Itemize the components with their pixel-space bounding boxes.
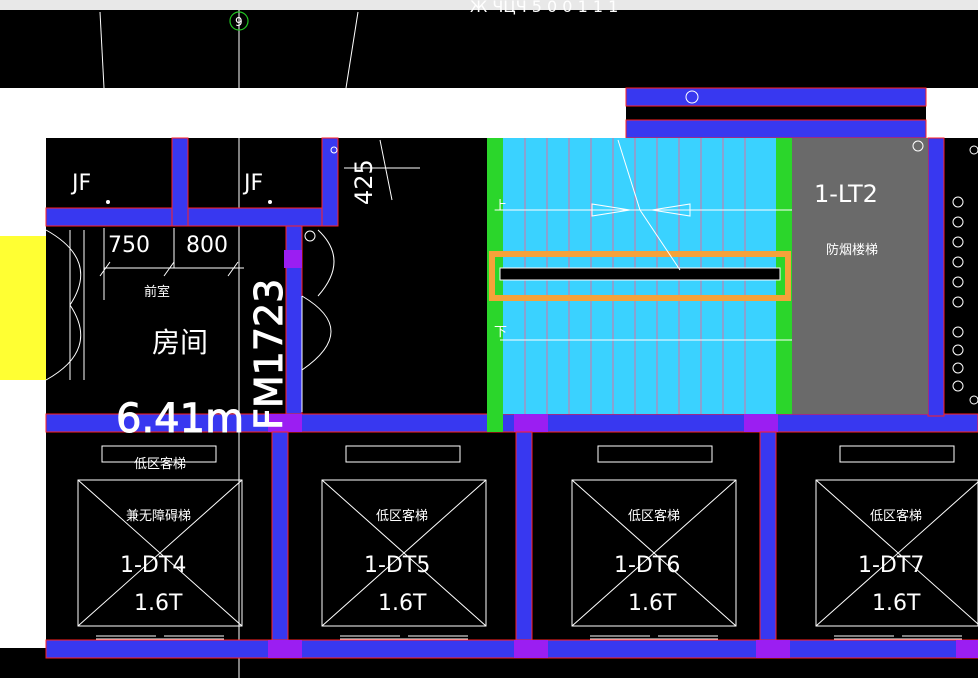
- elevator-2-load: 1.6T: [378, 591, 427, 616]
- elevator-2-door: [340, 635, 468, 640]
- right-edge-circles: [952, 145, 978, 405]
- jf-label-right: JF: [242, 171, 263, 196]
- elevator-wall-3: [759, 431, 777, 641]
- room-area: 6.41m: [116, 396, 244, 442]
- door-code-label: FM1723: [247, 279, 291, 430]
- top-skew-line-left: [99, 11, 105, 89]
- anteroom-label: 前室: [144, 284, 170, 300]
- elevator-1: 低区客梯 兼无障碍梯 1-DT4 1.6T: [77, 445, 243, 640]
- smoke-shaft-fill: [792, 138, 928, 414]
- jf-mark-left: [106, 200, 110, 204]
- white-band-left: [0, 88, 626, 138]
- shaft-corner-circle: [912, 140, 924, 152]
- jf-label-left: JF: [70, 171, 91, 196]
- elevator-2-cross: [321, 479, 487, 627]
- stair-label-down: 下: [494, 325, 507, 340]
- dimension-line-top: [99, 228, 244, 300]
- elevator-wall-1: [271, 431, 289, 641]
- elevator-1-code: 1-DT4: [120, 553, 186, 578]
- elevator-4-cross: [815, 479, 978, 627]
- top-toolbar-strip: [0, 0, 978, 10]
- stair-edge-right: [776, 138, 792, 414]
- elevator-2: 低区客梯 1-DT5 1.6T: [321, 445, 487, 640]
- column-mid-2: [514, 414, 548, 432]
- elevator-wall-2: [515, 431, 533, 641]
- elevator-2-sign: [345, 445, 461, 463]
- elevator-4-name: 低区客梯: [870, 508, 922, 524]
- bottom-column-3: [756, 640, 790, 658]
- smoke-shaft-code: 1-LT2: [814, 180, 878, 208]
- elevator-4-load: 1.6T: [872, 591, 921, 616]
- elevator-1-cross: [77, 479, 243, 627]
- elevator-1-name: 兼无障碍梯: [126, 509, 191, 524]
- elevator-3: 低区客梯 1-DT6 1.6T: [571, 445, 737, 640]
- top-beam-circle: [685, 90, 699, 104]
- column-mid-1: [268, 414, 302, 432]
- yellow-door-leaf: [0, 236, 46, 380]
- dimension-425-ticks: [344, 139, 420, 201]
- elevator-4-door: [834, 635, 962, 640]
- elevator-3-code: 1-DT6: [614, 553, 680, 578]
- top-skew-line-right: [345, 11, 359, 89]
- elevator-1-car: [77, 479, 243, 627]
- top-partial-note: Ж ЧЦЧ 5 0 0 1 1 1: [470, 0, 618, 16]
- wall-vertical-right: [927, 137, 945, 417]
- elevator-3-load: 1.6T: [628, 591, 677, 616]
- bottom-column-4: [956, 640, 978, 658]
- bottom-column-1: [268, 640, 302, 658]
- elevator-1-hall-label: 低区客梯: [134, 456, 186, 472]
- elevator-wall-bottom: [45, 639, 978, 659]
- stair-landing-highlight: [489, 251, 791, 301]
- elevator-3-door: [590, 635, 718, 640]
- elevator-2-car: [321, 479, 487, 627]
- elevator-1-sign: [101, 445, 217, 463]
- elevator-2-name: 低区客梯: [376, 508, 428, 524]
- dimension-425: 425: [350, 159, 378, 205]
- top-beam-lower: [625, 119, 927, 139]
- shaft-mark: [330, 146, 338, 154]
- jf-mark-right: [268, 200, 272, 204]
- wall-vertical-jf-divider: [171, 137, 189, 227]
- elevator-1-door: [96, 635, 224, 640]
- axis-marker-circle: [229, 11, 249, 31]
- top-beam-upper: [625, 87, 927, 107]
- elevator-4: 低区客梯 1-DT7 1.6T: [815, 445, 978, 640]
- white-band-right: [926, 88, 978, 138]
- elevator-3-car: [571, 479, 737, 627]
- elevator-3-name: 低区客梯: [628, 508, 680, 524]
- stair-handrail: [499, 267, 781, 281]
- dimension-750: 750: [108, 233, 150, 258]
- bottom-column-2: [514, 640, 548, 658]
- elevator-2-code: 1-DT5: [364, 553, 430, 578]
- elevator-3-sign: [597, 445, 713, 463]
- elevator-3-cross: [571, 479, 737, 627]
- elevator-1-load: 1.6T: [134, 591, 183, 616]
- door-pivot-mark: [304, 230, 316, 242]
- stair-label-up: 上: [494, 199, 507, 214]
- dimension-800: 800: [186, 233, 228, 258]
- wall-vertical-shaft: [321, 137, 339, 227]
- room-label: 房间: [152, 326, 208, 359]
- wall-horizontal-left: [45, 207, 339, 227]
- smoke-shaft-name: 防烟楼梯: [826, 242, 878, 258]
- elevator-4-sign: [839, 445, 955, 463]
- column-door-post: [284, 250, 302, 268]
- door-swing-right: [301, 229, 335, 412]
- elevator-4-car: [815, 479, 978, 627]
- elevator-4-code: 1-DT7: [858, 553, 924, 578]
- axis-marker-label: 9: [235, 15, 243, 29]
- column-mid-3: [744, 414, 778, 432]
- door-swing-left: [45, 229, 85, 381]
